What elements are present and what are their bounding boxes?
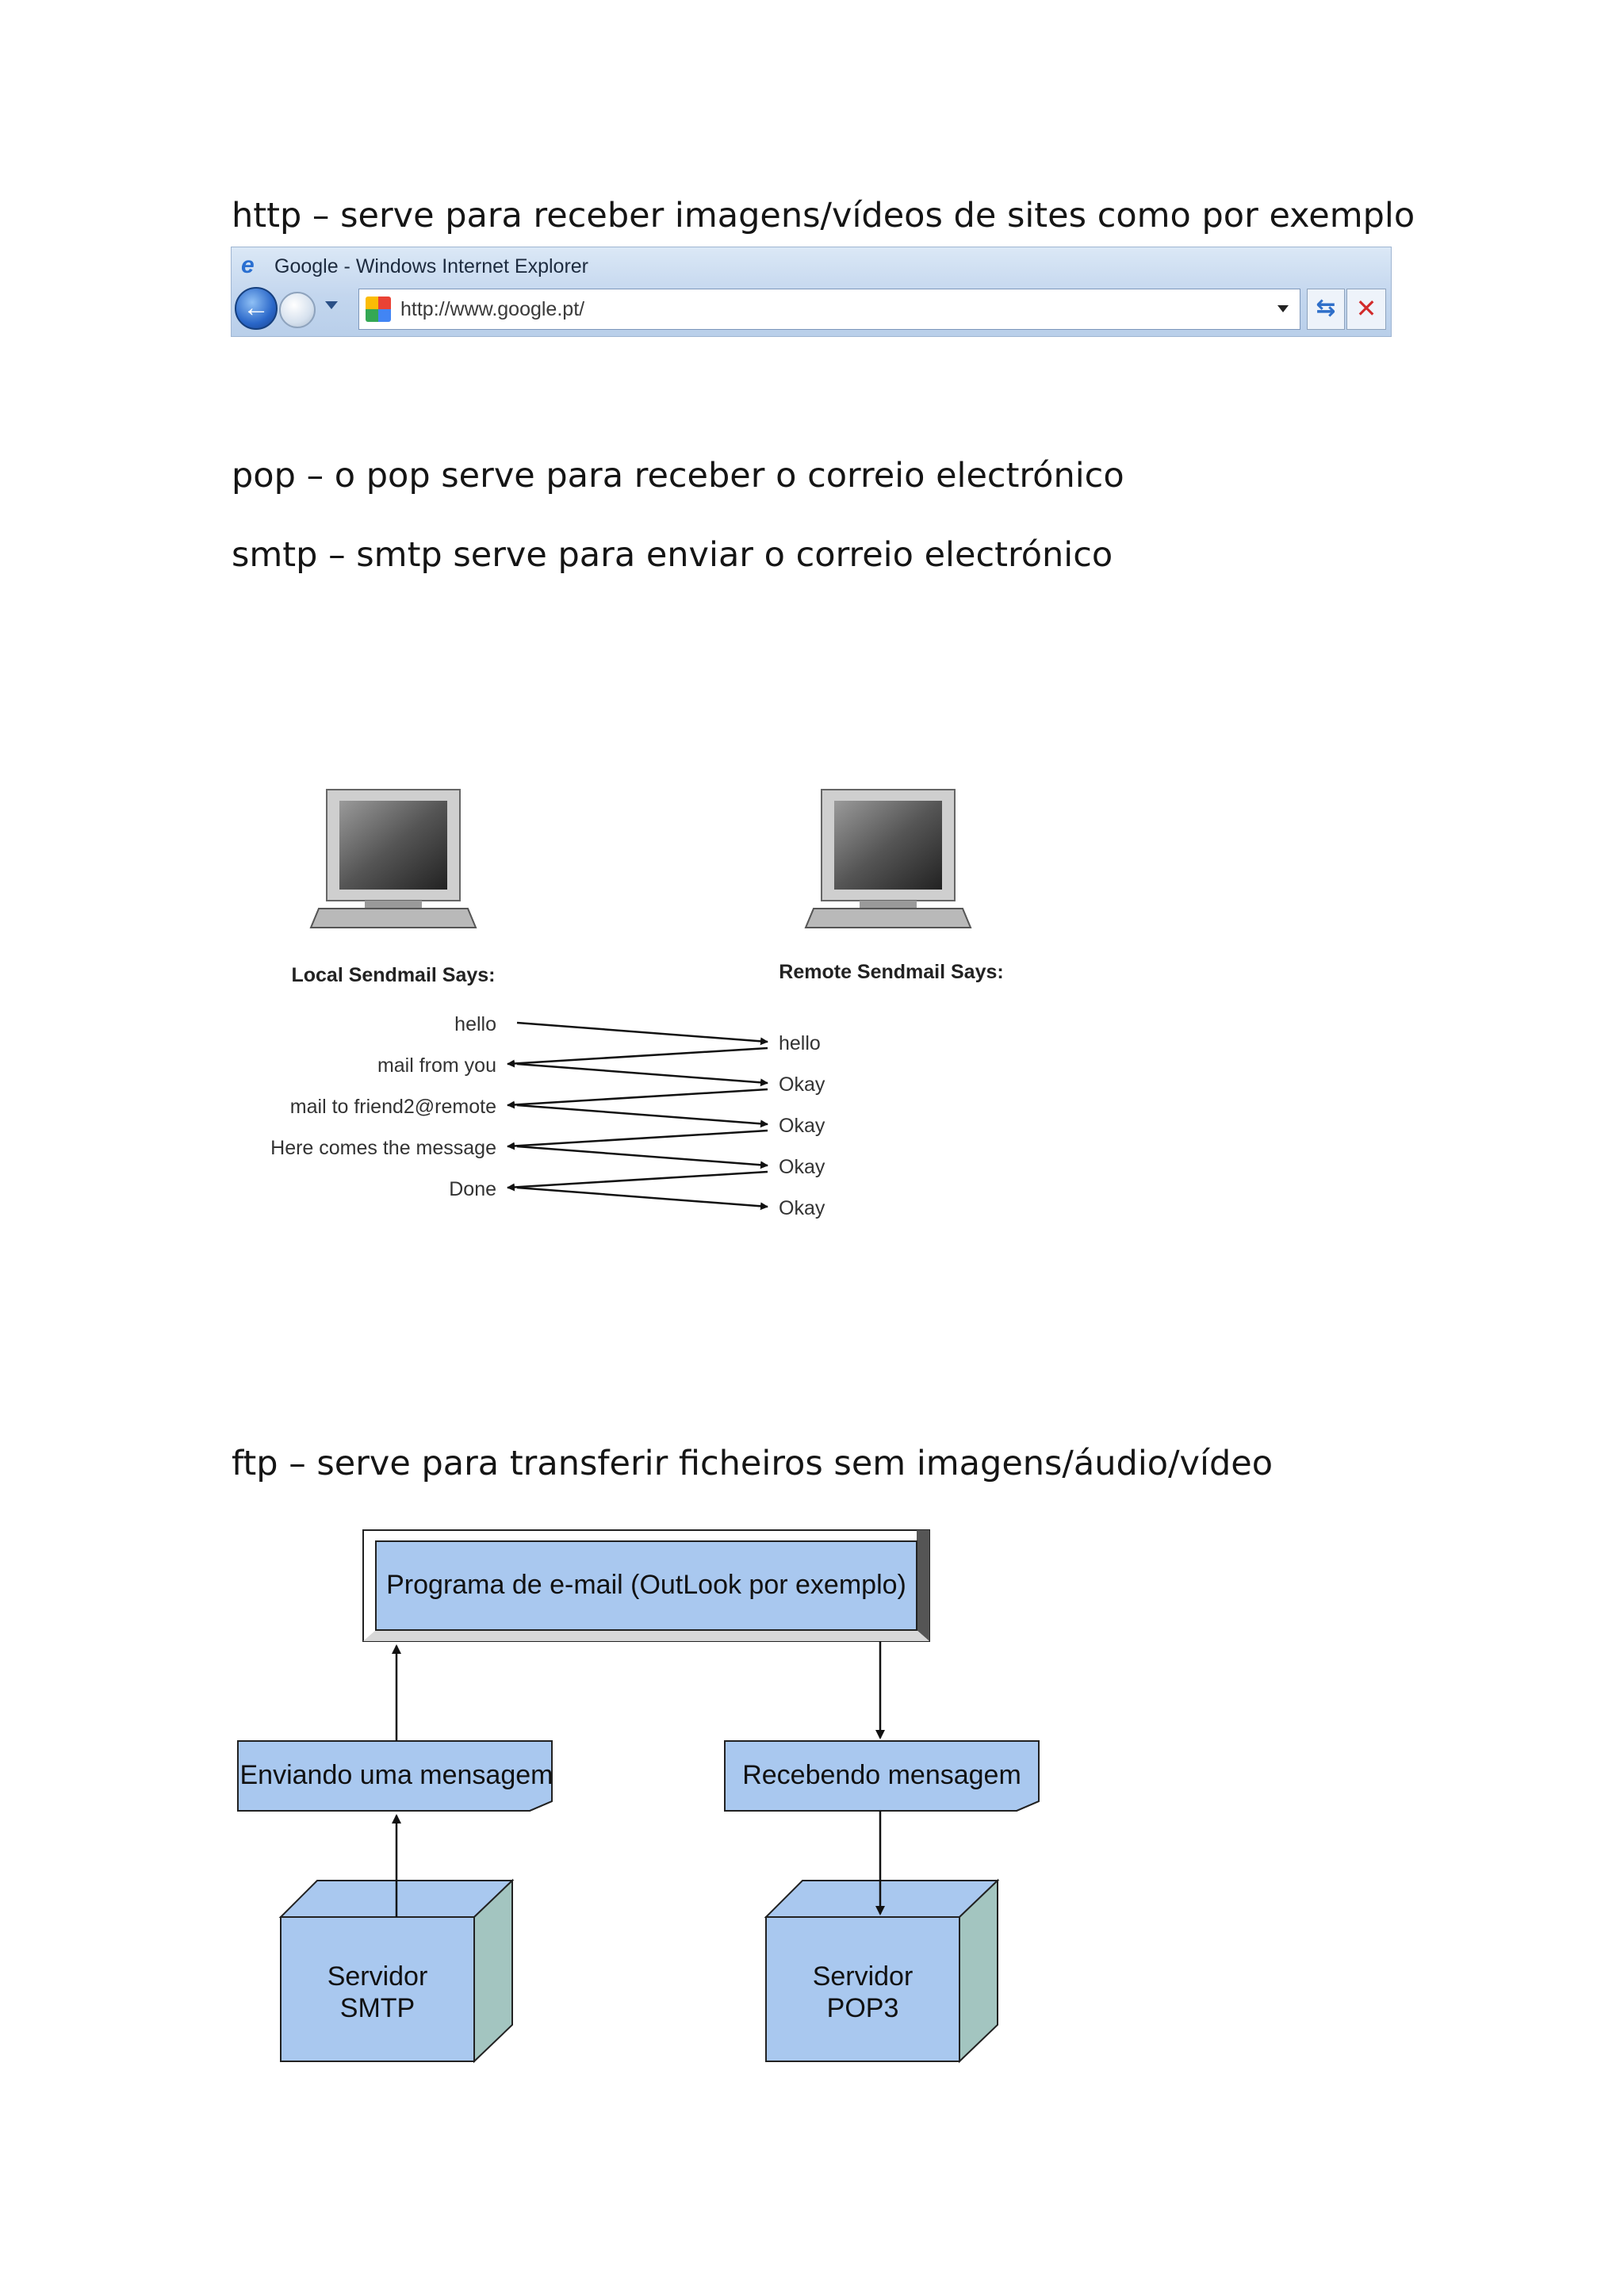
pop-paragraph: pop – o pop serve para receber o correio… [232,456,1124,496]
address-bar[interactable]: http://www.google.pt/ [358,289,1300,330]
remote-message: Okay [779,1115,825,1137]
sending-message-label: Enviando uma mensagem [239,1760,553,1790]
ftp-paragraph: ftp – serve para transferir ficheiros se… [232,1444,1274,1483]
local-message: mail to friend2@remote [290,1096,496,1118]
local-message: mail from you [377,1054,496,1077]
local-computer-icon [309,789,477,928]
back-button[interactable]: ← [235,287,278,330]
site-favicon-icon [366,297,391,322]
http-paragraph: http – serve para receber imagens/vídeos… [232,196,1415,235]
history-dropdown-icon[interactable] [325,301,338,309]
browser-title: Google - Windows Internet Explorer [274,255,589,277]
email-client-box: Programa de e-mail (OutLook por exemplo) [362,1529,930,1642]
refresh-button[interactable]: ⇆ [1307,289,1345,330]
local-message: hello [454,1013,496,1035]
arrow-right [516,1186,768,1211]
address-url: http://www.google.pt/ [400,298,585,320]
local-sendmail-heading: Local Sendmail Says: [291,964,495,986]
arrow-left [507,1047,768,1068]
stop-button[interactable]: ✕ [1346,289,1386,330]
local-message: Here comes the message [270,1137,496,1159]
remote-sendmail-heading: Remote Sendmail Says: [779,961,1003,983]
forward-button[interactable] [279,292,316,328]
pop3-server-type: POP3 [827,1993,899,2023]
receiving-message-label: Recebendo mensagem [742,1760,1021,1790]
local-message: Done [449,1178,496,1200]
smtp-paragraph: smtp – smtp serve para enviar o correio … [232,535,1113,575]
address-dropdown-icon[interactable] [1277,305,1289,312]
pop3-server-cube: Servidor POP3 [764,1878,1000,2064]
remote-message: Okay [779,1156,825,1178]
receiving-message-box: Recebendo mensagem [724,1740,1040,1812]
browser-window-strip: e Google - Windows Internet Explorer ← h… [231,247,1392,337]
remote-message: hello [779,1032,821,1054]
arrow-right [516,1062,768,1087]
arrow-right [516,1104,768,1128]
local-messages: hello mail from you mail to friend2@remo… [270,1013,496,1200]
arrow-left [507,1170,768,1192]
remote-computer-icon [804,789,972,928]
email-client-label: Programa de e-mail (OutLook por exemplo) [386,1570,906,1600]
remote-message: Okay [779,1073,825,1096]
smtp-conversation-diagram: Local Sendmail Says: Remote Sendmail Say… [270,789,1004,1219]
smtp-server-type: SMTP [340,1993,415,2023]
internet-explorer-icon: e [241,252,255,278]
mail-flow-diagram: Programa de e-mail (OutLook por exemplo)… [237,1529,1040,2064]
message-arrows [507,1021,768,1211]
arrow-right [516,1021,768,1046]
flow-arrows [392,1641,885,1917]
remote-messages: hello Okay Okay Okay Okay [779,1032,825,1219]
arrow-left [507,1088,768,1109]
sending-message-box: Enviando uma mensagem [237,1740,553,1812]
remote-message: Okay [779,1197,825,1219]
arrow-right [516,1145,768,1169]
smtp-server-label: Servidor [327,1961,428,1992]
arrow-left [507,1129,768,1150]
pop3-server-label: Servidor [813,1961,914,1992]
